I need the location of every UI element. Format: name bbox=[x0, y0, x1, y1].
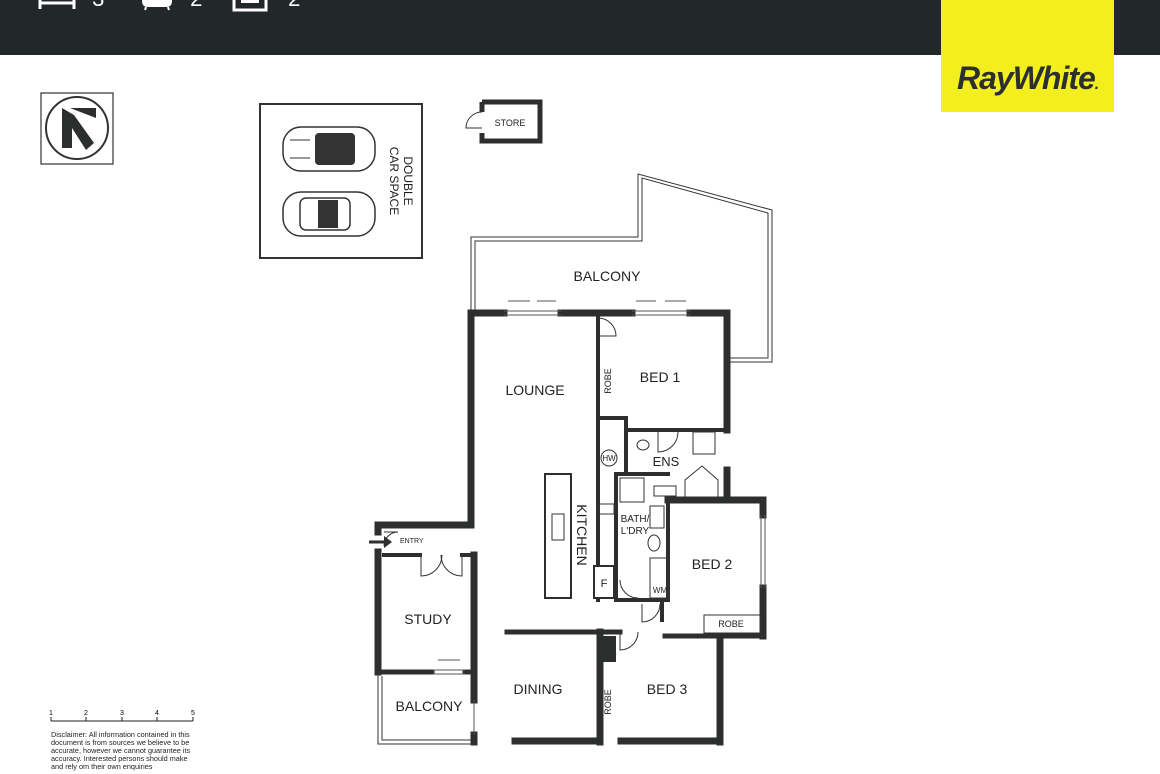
entry-arrow-icon bbox=[369, 536, 392, 548]
dining-label: DINING bbox=[514, 681, 563, 697]
bed-icon bbox=[38, 0, 76, 10]
robe-label: ROBE bbox=[603, 368, 613, 394]
disclaimer-text: Disclaimer: All information contained in… bbox=[51, 730, 191, 771]
compass-icon bbox=[40, 92, 114, 165]
walls bbox=[374, 309, 767, 746]
wm-label: WM bbox=[653, 586, 668, 595]
bath-label: BATH/ bbox=[621, 514, 650, 525]
entry-label: ENTRY bbox=[400, 538, 424, 545]
balcony-label: BALCONY bbox=[396, 698, 464, 714]
car-top-icon bbox=[282, 126, 376, 172]
hw-label: HW bbox=[602, 454, 616, 463]
bath-icon bbox=[142, 0, 172, 11]
study-label: STUDY bbox=[404, 611, 452, 627]
bedrooms-feature: 3 bbox=[38, 0, 104, 12]
sink-icon bbox=[551, 513, 565, 541]
ensuite-fixtures bbox=[636, 431, 719, 498]
bathrooms-count: 2 bbox=[190, 0, 202, 11]
bed2-label: BED 2 bbox=[692, 556, 733, 572]
scale-bar: 1 2 3 4 5 bbox=[49, 710, 195, 722]
ens-label: ENS bbox=[653, 454, 680, 469]
bed1-label: BED 1 bbox=[640, 369, 681, 385]
brand-name: RayWhite. bbox=[957, 60, 1099, 96]
study-balcony bbox=[377, 672, 474, 745]
hot-water-icon bbox=[600, 449, 618, 467]
scale-tick: 3 bbox=[120, 710, 124, 717]
scale-tick: 2 bbox=[84, 710, 88, 717]
lounge-label: LOUNGE bbox=[505, 382, 564, 398]
robe-label: ROBE bbox=[718, 619, 744, 629]
car-icon bbox=[232, 0, 268, 12]
kitchen-label: KITCHEN bbox=[574, 504, 590, 565]
kitchen-island bbox=[544, 473, 572, 599]
laundry-label: L'DRY bbox=[621, 526, 650, 537]
bathrooms-feature: 2 bbox=[140, 0, 202, 12]
bed3-label: BED 3 bbox=[647, 681, 688, 697]
car-feature: 2 bbox=[232, 0, 300, 12]
bath-fixtures bbox=[619, 477, 669, 599]
scale-tick: 1 bbox=[49, 710, 53, 717]
main-balcony bbox=[470, 173, 773, 363]
parking-label: DOUBLE bbox=[401, 156, 415, 205]
bedrooms-count: 3 bbox=[92, 0, 104, 11]
store-room bbox=[465, 99, 543, 144]
doors bbox=[383, 317, 679, 651]
fridge-space bbox=[593, 565, 615, 599]
car-top-icon bbox=[282, 191, 376, 237]
cooktop-icon bbox=[597, 503, 615, 515]
robe-label: ROBE bbox=[603, 689, 613, 715]
parking-area bbox=[259, 103, 423, 259]
brand-logo: RayWhite. bbox=[941, 0, 1114, 112]
scale-tick: 5 bbox=[191, 710, 195, 717]
scale-tick: 4 bbox=[155, 710, 159, 717]
wall-block bbox=[598, 636, 616, 662]
robe-box bbox=[703, 614, 761, 634]
fridge-label: F bbox=[601, 578, 608, 590]
store-label: STORE bbox=[495, 118, 526, 128]
balcony-label: BALCONY bbox=[574, 268, 642, 284]
windows bbox=[433, 300, 766, 735]
parking-label: CAR SPACE bbox=[387, 147, 401, 215]
car-count: 2 bbox=[288, 0, 300, 11]
